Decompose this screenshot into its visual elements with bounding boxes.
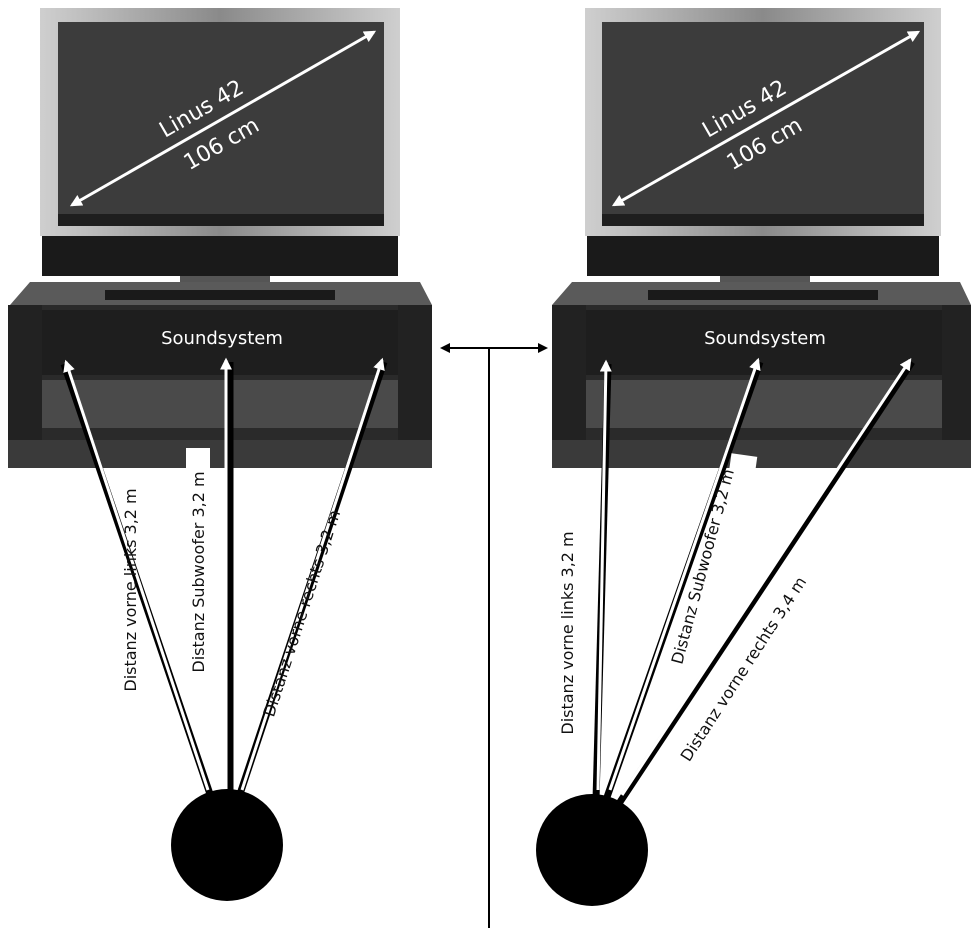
right-tv-diagonal-arrow — [611, 30, 921, 207]
right-soundsystem-label: Soundsystem — [704, 328, 826, 349]
right-subwoofer-label-bg — [728, 453, 758, 477]
right-front-left-arrow — [596, 359, 612, 791]
left-front-right-arrow — [240, 357, 385, 791]
left-furniture-shelf — [42, 380, 398, 428]
right-setup: Linus 42 106 cm Soundsystem Distanz vorn… — [536, 8, 971, 906]
left-furniture-floor — [8, 440, 432, 468]
right-tv: Linus 42 106 cm — [585, 8, 941, 286]
left-front-right-distance: Distanz vorne rechts 3,2 m — [259, 508, 344, 720]
left-tv-diagonal-arrow — [69, 30, 377, 207]
center-separator — [440, 343, 548, 928]
right-front-left-distance: Distanz vorne links 3,2 m — [558, 531, 577, 734]
right-furniture-shelf — [586, 380, 942, 428]
left-front-left-arrow — [63, 359, 210, 791]
right-subwoofer-arrow — [608, 357, 761, 791]
left-tv-speaker-bar — [42, 236, 398, 276]
left-soundbar-on-top — [105, 290, 335, 300]
right-tv-bezel-bottom — [602, 214, 924, 226]
left-tv: Linus 42 106 cm — [40, 8, 400, 286]
right-furniture-floor — [552, 440, 971, 468]
left-distance-lines — [60, 357, 388, 802]
right-tv-speaker-bar — [587, 236, 939, 276]
right-furniture: Soundsystem — [552, 282, 971, 468]
left-setup: Linus 42 106 cm Soundsystem Distanz vorn… — [8, 8, 432, 901]
right-soundsystem-box — [586, 310, 942, 375]
left-tv-stand — [180, 276, 270, 286]
right-tv-screen — [602, 22, 924, 222]
right-soundbar-on-top — [648, 290, 878, 300]
right-listener-position — [536, 794, 648, 906]
left-subwoofer-label-bg — [186, 448, 210, 694]
left-listener-position — [171, 789, 283, 901]
left-soundsystem-label: Soundsystem — [161, 328, 283, 349]
left-front-left-distance: Distanz vorne links 3,2 m — [121, 488, 140, 691]
left-subwoofer-distance: Distanz Subwoofer 3,2 m — [189, 471, 208, 672]
right-distance-lines — [592, 357, 915, 807]
left-tv-screen — [58, 22, 384, 222]
right-front-right-line — [615, 360, 915, 807]
left-furniture: Soundsystem — [8, 282, 432, 468]
left-tv-bezel-bottom — [58, 214, 384, 226]
right-tv-stand — [720, 276, 810, 286]
right-front-right-arrow — [620, 357, 912, 796]
